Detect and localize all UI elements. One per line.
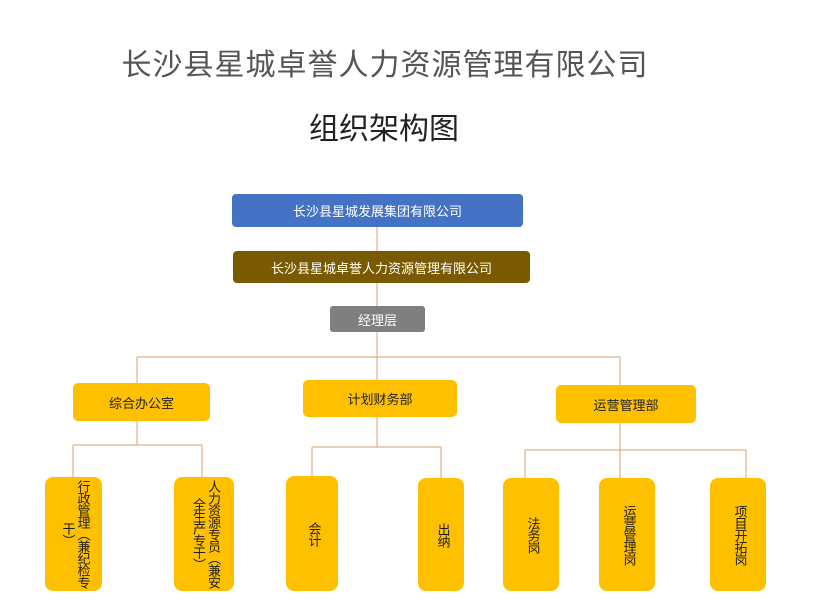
- node-position-legal: 法务岗: [503, 478, 559, 591]
- node-dept-admin-office: 综合办公室: [73, 383, 210, 421]
- node-dept-finance: 计划财务部: [303, 380, 457, 417]
- node-position-accountant: 会计: [286, 476, 338, 591]
- node-position-operations-management-label: 运营管理岗: [620, 504, 636, 565]
- node-hr-company-label: 长沙县星城卓誉人力资源管理有限公司: [270, 261, 492, 277]
- node-management-label: 经理层: [357, 313, 397, 329]
- node-dept-operations: 运营管理部: [556, 385, 696, 423]
- node-position-operations-management: 运营管理岗: [599, 478, 655, 591]
- node-position-admin-management: 行政管理（兼纪检专干）: [45, 477, 102, 591]
- node-group-company-label: 长沙县星城发展集团有限公司: [292, 205, 462, 220]
- node-dept-admin-office-label: 综合办公室: [108, 396, 174, 412]
- node-management: 经理层: [330, 306, 425, 332]
- node-position-project-development: 项目开拓岗: [710, 478, 766, 591]
- page-title: 长沙县星城卓誉人力资源管理有限公司: [121, 48, 649, 83]
- node-dept-operations-label: 运营管理部: [593, 398, 659, 414]
- node-position-legal-label: 法务岗: [524, 516, 540, 553]
- node-hr-company: 长沙县星城卓誉人力资源管理有限公司: [233, 251, 530, 283]
- node-group-company: 长沙县星城发展集团有限公司: [232, 194, 523, 227]
- node-position-cashier: 出纳: [418, 478, 464, 591]
- node-position-cashier-label: 出纳: [434, 522, 450, 547]
- node-position-admin-management-label: 行政管理（兼纪检专干）: [59, 480, 90, 588]
- node-dept-finance-label: 计划财务部: [347, 393, 413, 408]
- node-position-hr-specialist-label: 人力资源专员（兼安全生产专干）: [190, 480, 220, 588]
- chart-subtitle: 组织架构图: [309, 112, 459, 147]
- node-position-accountant-label: 会计: [305, 521, 321, 546]
- node-position-project-development-label: 项目开拓岗: [731, 504, 747, 565]
- node-position-hr-specialist: 人力资源专员（兼安全生产专干）: [174, 477, 234, 591]
